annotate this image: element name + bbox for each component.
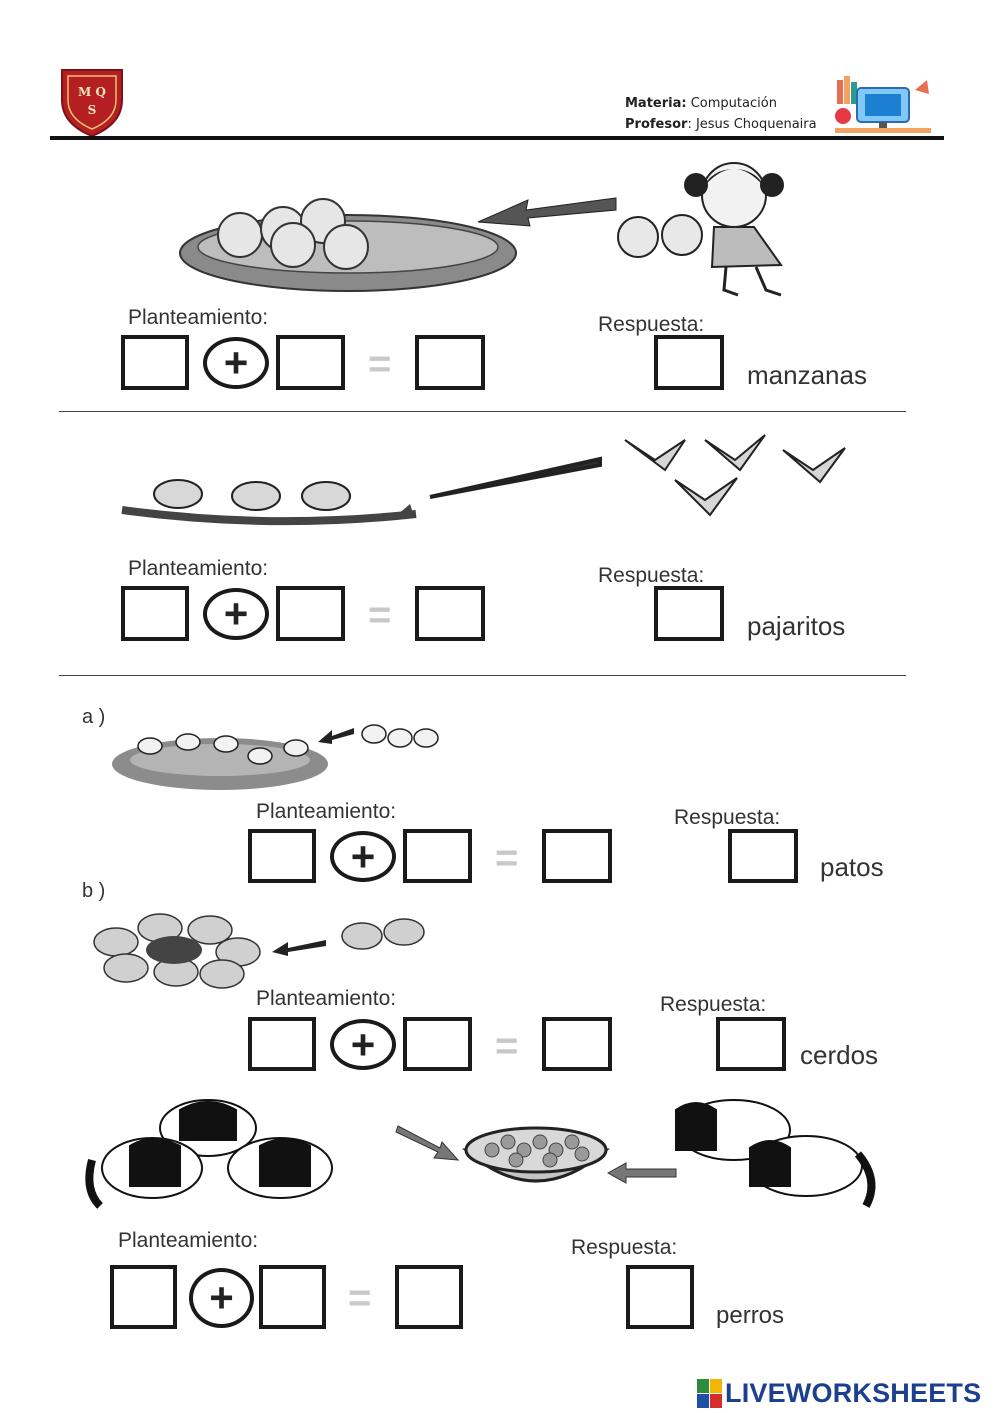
- answer-box-5c[interactable]: [395, 1265, 463, 1329]
- flying-birds-picture: [624, 434, 846, 517]
- section-divider-2: [59, 675, 906, 676]
- planteamiento-label-a: Planteamiento:: [256, 800, 397, 823]
- unit-label-a: patos: [820, 852, 884, 882]
- respuesta-label-2: Respuesta:: [598, 564, 705, 587]
- answer-box-ab[interactable]: [403, 829, 472, 883]
- equals-sign-a: =: [495, 836, 519, 880]
- computer-desk-illustration: [835, 76, 931, 133]
- girl-with-apples-picture: [617, 162, 784, 297]
- walking-ducks-picture: [361, 724, 439, 748]
- liveworksheets-logo[interactable]: LIVEWORKSHEETS: [697, 1378, 981, 1409]
- answer-box-5a[interactable]: [110, 1265, 177, 1329]
- dog-food-bowl-picture: [462, 1126, 610, 1183]
- answer-box-2b[interactable]: [276, 586, 345, 641]
- liveworksheets-brand-text: LIVEWORKSHEETS: [725, 1378, 982, 1408]
- ducks-in-pond-picture: [112, 733, 328, 790]
- result-box-b[interactable]: [716, 1017, 786, 1071]
- answer-box-2c[interactable]: [415, 586, 485, 641]
- arrow-left-2: [429, 456, 602, 499]
- answer-box-1c[interactable]: [415, 335, 485, 390]
- answer-box-ba[interactable]: [248, 1017, 316, 1071]
- arrow-left-dogs: [606, 1162, 677, 1184]
- birds-on-branch-picture: [121, 479, 417, 526]
- answer-box-aa[interactable]: [248, 829, 316, 883]
- dogs-group-left-picture: [85, 1099, 333, 1209]
- unit-label-b: cerdos: [800, 1040, 879, 1070]
- answer-box-bc[interactable]: [542, 1017, 612, 1071]
- answer-box-1b[interactable]: [276, 335, 345, 390]
- answer-box-2a[interactable]: [121, 586, 189, 641]
- plus-sign-5: +: [189, 1268, 254, 1328]
- exercise-letter-a: a ): [82, 706, 106, 728]
- equals-sign-1: =: [368, 342, 392, 386]
- respuesta-label-1: Respuesta:: [598, 313, 705, 336]
- unit-label-1: manzanas: [747, 360, 867, 390]
- school-shield-logo: M Q S: [61, 69, 123, 138]
- teacher-line: Profesor: Jesus Choquenaira: [625, 117, 817, 132]
- planteamiento-label-1: Planteamiento:: [128, 306, 269, 329]
- equals-sign-5: =: [348, 1276, 372, 1320]
- result-box-5[interactable]: [626, 1265, 694, 1329]
- walking-pigs-picture: [341, 918, 425, 950]
- planteamiento-label-2: Planteamiento:: [128, 557, 269, 580]
- respuesta-label-b: Respuesta:: [660, 993, 767, 1016]
- liveworksheets-badge-icon: [697, 1378, 722, 1408]
- result-box-a[interactable]: [728, 829, 798, 883]
- planteamiento-label-b: Planteamiento:: [256, 987, 397, 1010]
- plus-sign-a: +: [330, 831, 396, 882]
- unit-label-2: pajaritos: [747, 611, 846, 641]
- header-rule: [50, 136, 944, 140]
- arrow-right-down-dogs: [395, 1125, 460, 1161]
- result-box-2[interactable]: [654, 586, 724, 641]
- dogs-group-right-picture: [675, 1099, 876, 1208]
- equals-sign-b: =: [495, 1024, 519, 1068]
- plus-sign-1: +: [203, 337, 269, 389]
- exercise-letter-b: b ): [82, 880, 106, 902]
- section-divider-1: [59, 411, 906, 412]
- apple-basket-picture: [179, 198, 517, 292]
- result-box-1[interactable]: [654, 335, 724, 390]
- equals-sign-2: =: [368, 593, 392, 637]
- pigs-eating-picture: [93, 913, 261, 989]
- plus-sign-2: +: [203, 588, 269, 640]
- svg-text:M Q: M Q: [78, 85, 106, 99]
- arrow-left-1: [477, 197, 617, 227]
- answer-box-ac[interactable]: [542, 829, 612, 883]
- unit-label-5: perros: [716, 1302, 785, 1329]
- arrow-left-a: [318, 728, 354, 744]
- answer-box-5b[interactable]: [259, 1265, 326, 1329]
- planteamiento-label-5: Planteamiento:: [118, 1229, 259, 1252]
- svg-text:S: S: [88, 103, 97, 117]
- arrow-left-b: [272, 940, 326, 956]
- respuesta-label-5: Respuesta:: [571, 1236, 678, 1259]
- subject-line: Materia: Computación: [625, 96, 777, 111]
- answer-box-bb[interactable]: [403, 1017, 472, 1071]
- respuesta-label-a: Respuesta:: [674, 806, 781, 829]
- answer-box-1a[interactable]: [121, 335, 189, 390]
- plus-sign-b: +: [330, 1019, 396, 1070]
